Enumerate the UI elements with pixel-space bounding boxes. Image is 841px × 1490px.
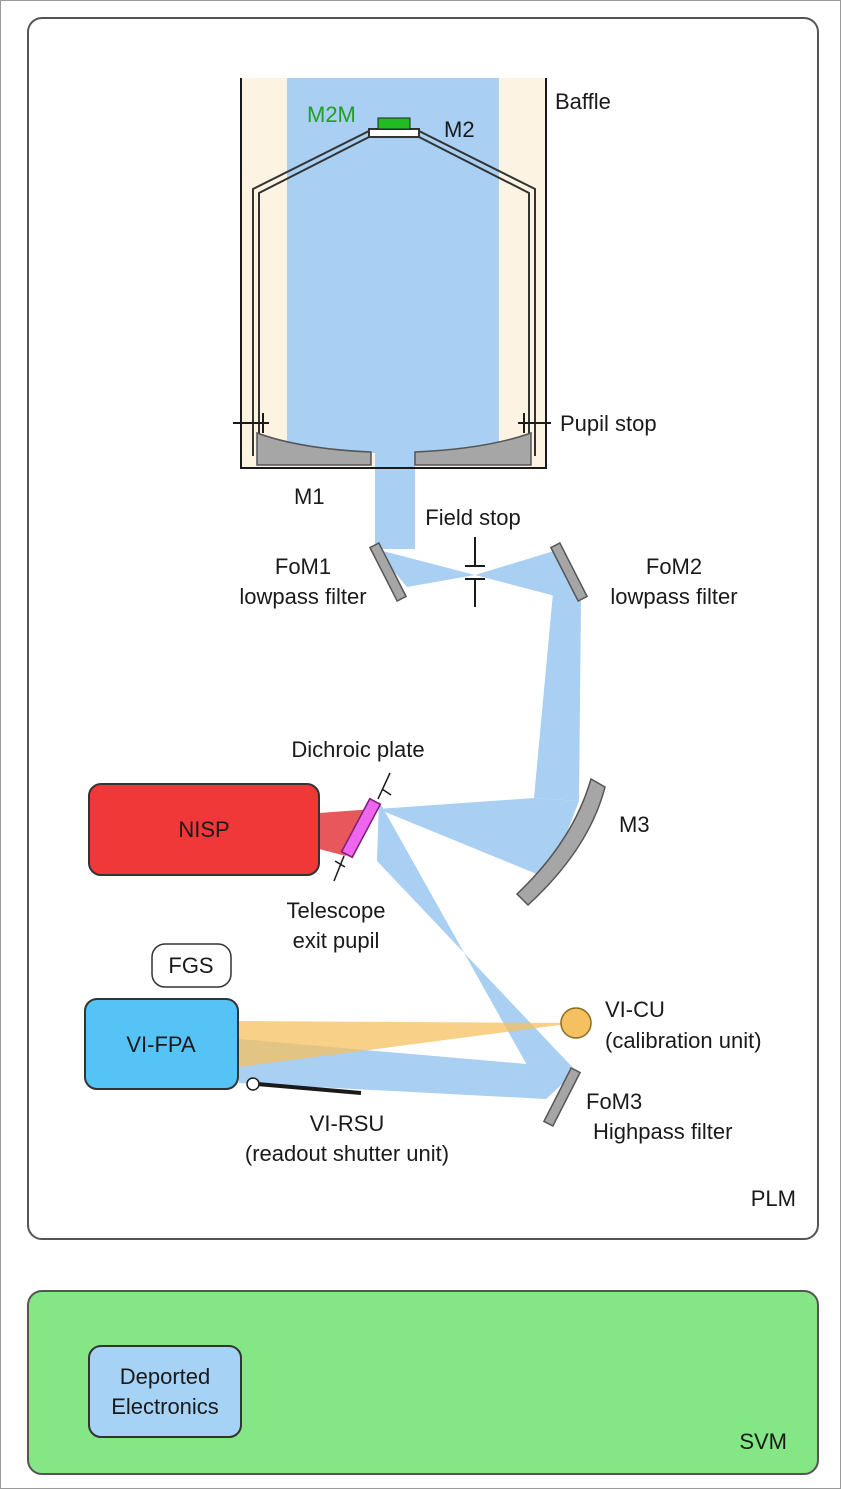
vi-cu-label: VI-CU xyxy=(605,997,665,1022)
vi-rsu-label: VI-RSU xyxy=(310,1111,385,1136)
deported-electronics-label: Deported xyxy=(120,1364,211,1389)
vi-cu-description: (calibration unit) xyxy=(605,1028,762,1053)
field-stop-marker xyxy=(465,537,485,607)
deported-electronics-box xyxy=(88,1345,242,1438)
plm-label: PLM xyxy=(751,1186,796,1211)
fold-mirrors xyxy=(368,541,589,1128)
fom2-description: lowpass filter xyxy=(610,584,737,609)
fgs-box xyxy=(151,943,232,988)
field-stop-label: Field stop xyxy=(425,505,520,530)
deported-electronics-description: Electronics xyxy=(111,1394,219,1419)
m2-mirror xyxy=(368,128,420,138)
vi-rsu-shutter-blade xyxy=(256,1082,362,1095)
m1-mirror xyxy=(256,431,532,466)
pupil-stop-label: Pupil stop xyxy=(560,411,657,436)
dichroic-plate-label: Dichroic plate xyxy=(291,737,424,762)
baffle-label: Baffle xyxy=(555,89,611,114)
telescope-exit-pupil-label: Telescope xyxy=(286,898,385,923)
m2m-label: M2M xyxy=(307,102,356,127)
m3-mirror xyxy=(515,777,606,907)
dichroic-plate xyxy=(340,797,382,859)
calibration-light-cone xyxy=(239,1021,575,1067)
fom1-description: lowpass filter xyxy=(239,584,366,609)
nisp-label: NISP xyxy=(178,817,229,842)
dichroic-markers xyxy=(333,772,392,882)
svm-label: SVM xyxy=(739,1429,787,1454)
fgs-label: FGS xyxy=(168,953,213,978)
fom2-label: FoM2 xyxy=(646,554,702,579)
vi-cu-calibration-unit xyxy=(560,1007,592,1039)
baffle-outline xyxy=(240,78,547,469)
m2m-mechanism xyxy=(377,117,411,130)
vi-fpa-label: VI-FPA xyxy=(126,1032,196,1057)
vi-rsu-description: (readout shutter unit) xyxy=(245,1141,449,1166)
nisp-instrument xyxy=(88,783,320,876)
plm-module-box xyxy=(27,17,819,1240)
fom3-description: Highpass filter xyxy=(593,1119,732,1144)
pupil-stop-marker xyxy=(233,413,551,433)
m1-label: M1 xyxy=(294,484,325,509)
vi-rsu-shutter-pivot xyxy=(246,1077,260,1091)
m3-label: M3 xyxy=(619,812,650,837)
vi-fpa-instrument xyxy=(84,998,239,1090)
telescope-exit-pupil-description: exit pupil xyxy=(293,928,380,953)
fom3-label: FoM3 xyxy=(586,1089,642,1114)
m2-label: M2 xyxy=(444,117,475,142)
fom1-label: FoM1 xyxy=(275,554,331,579)
telescope-tube xyxy=(252,130,536,456)
